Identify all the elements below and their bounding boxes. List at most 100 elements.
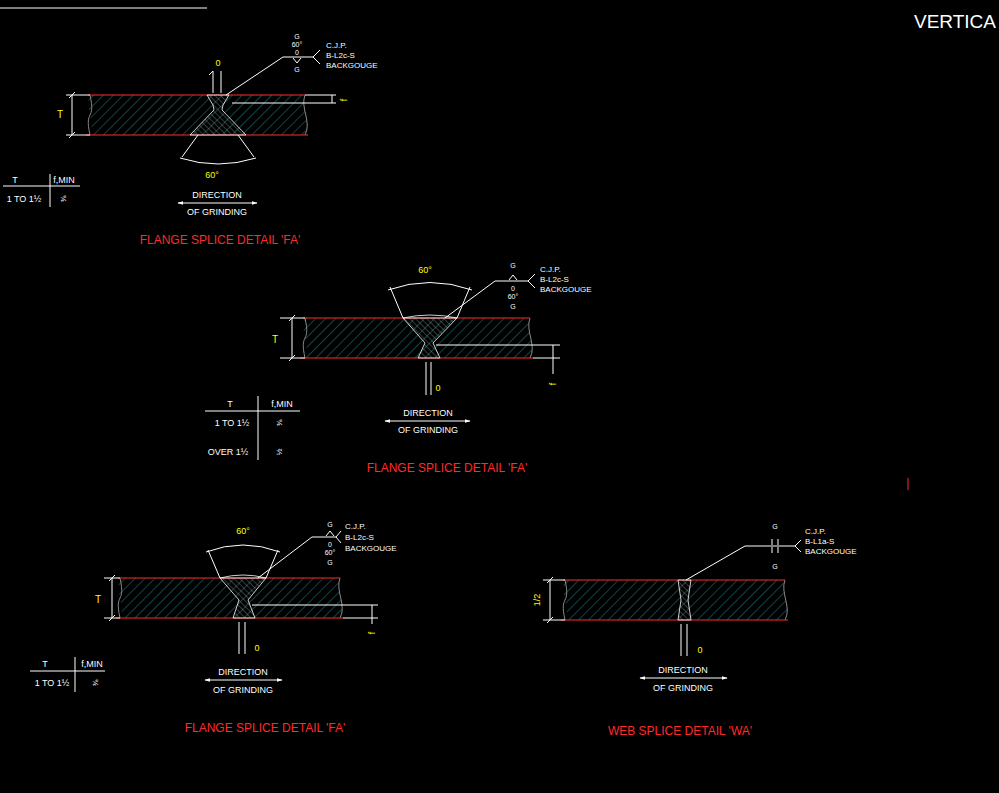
- mark-tick: [908, 478, 909, 490]
- grinding-note: DIRECTION: [658, 666, 708, 675]
- weld-symbol-text: G: [510, 303, 515, 310]
- table-cell: T: [227, 400, 233, 409]
- plate-edge: [563, 580, 785, 581]
- extension-line: [232, 103, 336, 104]
- dimension-text: f: [368, 632, 377, 635]
- dimension-text: 0: [435, 384, 440, 393]
- reference-line: [283, 57, 313, 58]
- plate-hatch: [563, 580, 787, 620]
- grinding-note: DIRECTION: [218, 668, 268, 677]
- weld-symbol-text: G: [510, 262, 515, 269]
- flange-detail-1: [3, 50, 336, 207]
- weld-tail: [795, 540, 801, 552]
- weld-symbol-text: G: [772, 563, 777, 570]
- weld-symbol-text: 0: [295, 49, 299, 56]
- weld-note: C.J.P.: [345, 523, 366, 531]
- weld-note: C.J.P.: [540, 266, 561, 274]
- weld-symbol-text: G: [294, 33, 299, 40]
- groove-symbol: [772, 539, 778, 553]
- table-cell: ⅜: [276, 420, 284, 427]
- weld-bead: [190, 95, 246, 135]
- grinding-note: DIRECTION: [192, 191, 242, 200]
- leader-line: [226, 57, 283, 95]
- extension-line: [66, 135, 90, 136]
- grinding-arrow: [640, 678, 727, 679]
- extension-line: [543, 580, 565, 581]
- dimension-tick: [69, 92, 75, 138]
- table-cell: f,MIN: [53, 176, 75, 185]
- grinding-note: OF GRINDING: [187, 208, 247, 217]
- groove-symbol: [509, 275, 517, 280]
- dimension-line: [112, 578, 113, 618]
- dimension-text: f: [340, 99, 349, 102]
- dimension-line: [550, 580, 551, 620]
- reference-line: [745, 546, 795, 547]
- table-cell: f,MIN: [81, 660, 103, 669]
- plate-edge: [116, 618, 343, 619]
- table-cell: 1 TO 1½: [7, 195, 42, 204]
- grinding-note: OF GRINDING: [213, 686, 273, 695]
- weld-note: B-L1a-S: [805, 538, 834, 546]
- dimension-tick: [289, 315, 295, 361]
- flange-detail-3: [30, 531, 378, 692]
- table-rule: [75, 657, 76, 692]
- dimension-line: [332, 95, 333, 103]
- plate-edge: [561, 620, 788, 621]
- table-rule: [258, 396, 259, 460]
- break-line: [303, 318, 532, 358]
- dimension-tick: [109, 575, 115, 621]
- grinding-note: DIRECTION: [403, 409, 453, 418]
- grinding-arrow: [385, 421, 470, 422]
- table-rule: [30, 671, 105, 672]
- weld-symbol-text: G: [772, 523, 777, 530]
- angle-arc: [388, 283, 472, 291]
- border-line: [0, 8, 207, 9]
- extension-line: [436, 345, 560, 346]
- web-detail: [543, 539, 801, 678]
- leader-line: [686, 546, 745, 580]
- dimension-text: f: [549, 383, 558, 386]
- sheet-title: VERTICA: [914, 12, 996, 31]
- weld-note: B-L2c-S: [326, 52, 355, 60]
- extension-line: [252, 605, 378, 606]
- plate-edge: [88, 95, 305, 96]
- dimension-text: 0: [215, 59, 220, 68]
- weld-bead: [403, 318, 457, 358]
- angle-line: [390, 287, 470, 318]
- plate-hatch: [118, 578, 342, 618]
- detail-title: FLANGE SPLICE DETAIL 'FA': [367, 462, 528, 474]
- dimension-text: 0: [697, 646, 702, 655]
- angle-line: [182, 135, 254, 157]
- break-line: [563, 580, 787, 620]
- extension-line: [533, 358, 560, 359]
- weld-tail: [336, 531, 341, 543]
- weld-note: B-L2c-S: [540, 276, 569, 284]
- table-cell: ½: [276, 449, 284, 456]
- break-line: [118, 578, 342, 618]
- weld-tail: [528, 274, 535, 288]
- weld-symbol-text: G: [327, 521, 332, 528]
- leader-line: [258, 537, 312, 578]
- table-cell: T: [42, 660, 48, 669]
- weld-note: BACKGOUGE: [345, 545, 397, 553]
- reference-line: [495, 281, 528, 282]
- dimension-line: [553, 345, 554, 374]
- weld-symbol-text: 60°: [292, 41, 303, 48]
- leader-line: [445, 281, 495, 318]
- angle-arc: [206, 545, 280, 552]
- table-rule: [3, 186, 80, 187]
- grinding-note: OF GRINDING: [398, 426, 458, 435]
- table-cell: ⅜: [92, 680, 100, 687]
- dimension-text: T: [95, 595, 101, 605]
- extension-line: [343, 618, 378, 619]
- flange-detail-2: [205, 274, 560, 460]
- detail-title: FLANGE SPLICE DETAIL 'FA': [140, 234, 301, 246]
- table-cell: 1 TO 1½: [35, 679, 70, 688]
- grinding-arrow: [205, 680, 282, 681]
- dimension-text: T: [57, 110, 63, 120]
- detail-title: FLANGE SPLICE DETAIL 'FA': [185, 722, 346, 734]
- weld-bead: [678, 580, 691, 620]
- table-cell: T: [12, 176, 18, 185]
